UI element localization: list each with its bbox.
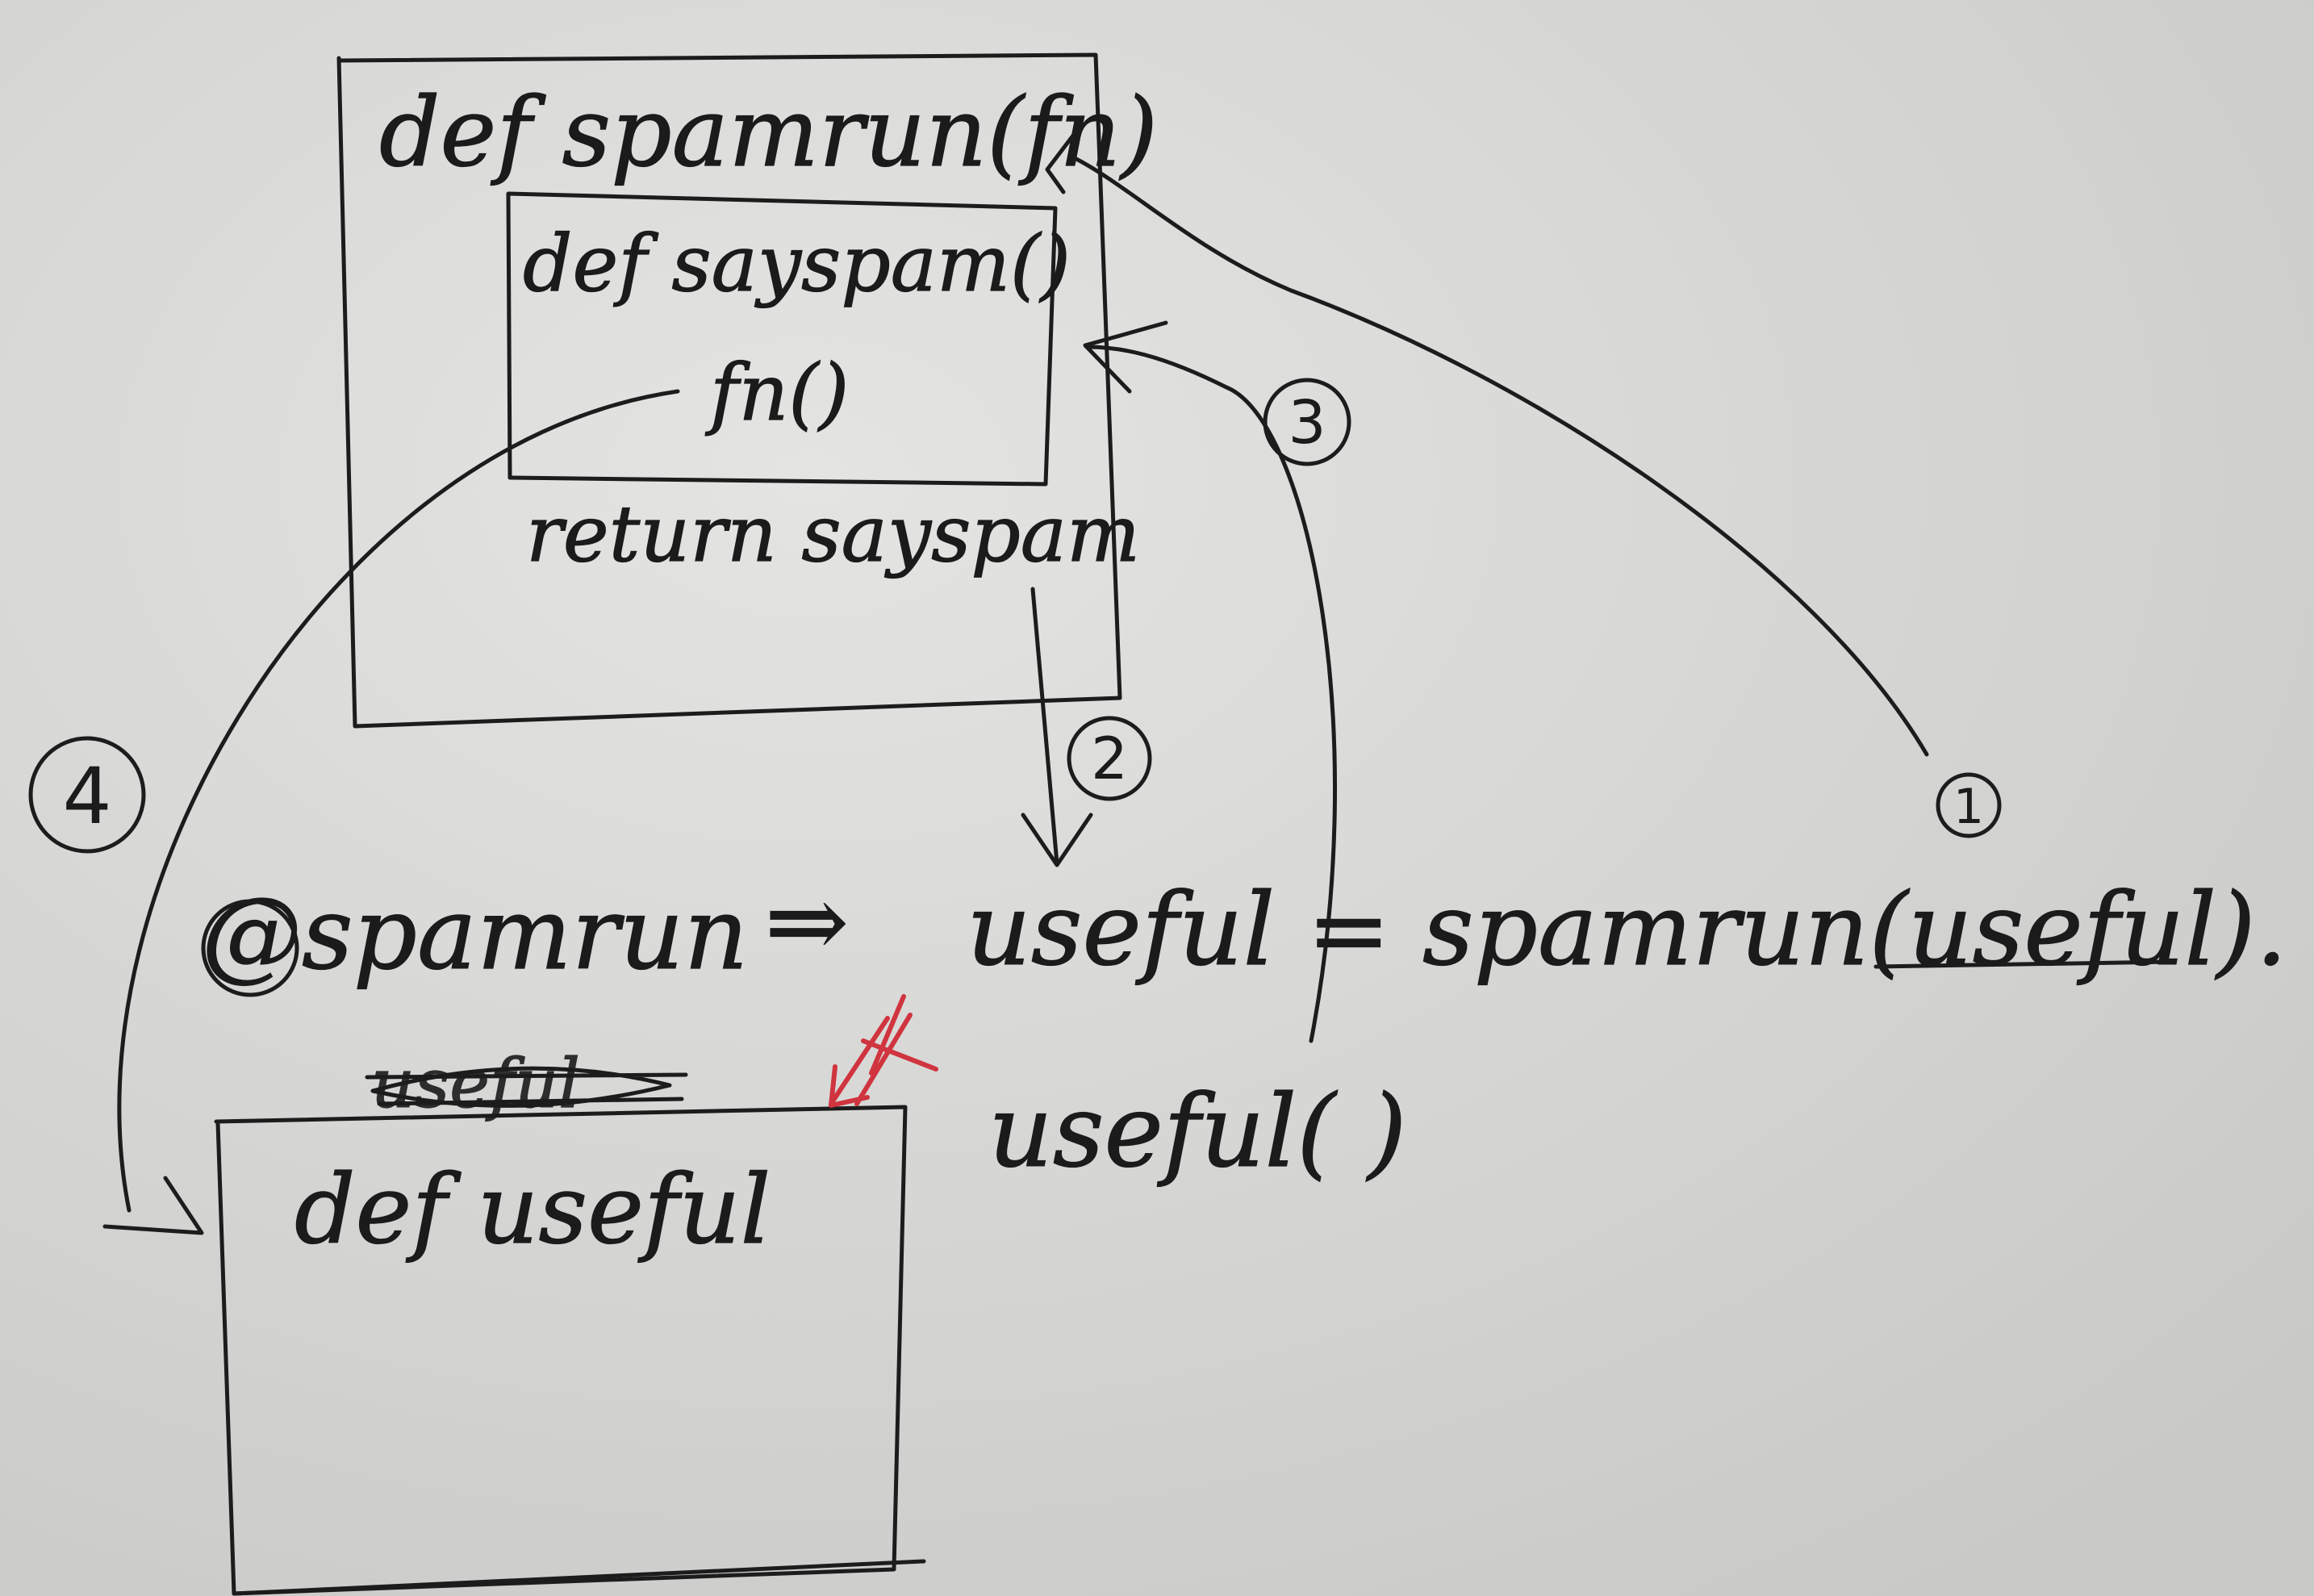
spamrun-function-box: def spamrun(fn) def sayspam() fn() retur… — [336, 52, 1159, 729]
at-sign-circle — [201, 899, 299, 997]
step-label-4: 4 — [28, 736, 146, 854]
red-cross-mark — [829, 994, 938, 1108]
arrow-2-return-to-useful — [1030, 587, 1059, 866]
sayspam-function-box: def sayspam() fn() — [506, 191, 1071, 487]
sayspam-def-text: def sayspam() — [523, 219, 1071, 309]
arrow-1-head — [1045, 127, 1080, 194]
fn-call-text: fn() — [705, 348, 849, 438]
svg-text:2: 2 — [1091, 725, 1128, 792]
svg-text:4: 4 — [62, 751, 111, 842]
strikethrough-scribble — [365, 1066, 688, 1108]
step-label-3: 3 — [1263, 378, 1351, 466]
step-label-2: 2 — [1067, 716, 1152, 801]
useful-box-outline — [214, 1105, 908, 1596]
equivalence-arrow: ⇒ — [765, 864, 849, 980]
useful-box-bottom-edge — [232, 1559, 926, 1596]
svg-text:3: 3 — [1288, 388, 1326, 457]
arrow-3-head — [1083, 320, 1168, 394]
decorator-line: @spamrun ⇒ useful = spamrun(useful). — [201, 863, 2287, 992]
sayspam-box-outline — [506, 191, 1058, 487]
arrow-2-head — [1021, 813, 1093, 867]
useful-argument-underline — [1873, 959, 2171, 969]
arrow-4-head — [102, 1176, 204, 1235]
arrow-4-fn-to-useful — [117, 389, 680, 1213]
return-sayspam-text: return sayspam — [526, 489, 1140, 579]
spamrun-def-text: def spamrun(fn) — [379, 77, 1158, 188]
decorator-text: @spamrun — [202, 876, 749, 992]
assignment-text: useful = spamrun(useful). — [967, 872, 2287, 988]
svg-text:1: 1 — [1953, 779, 1984, 835]
useful-function-box: useful def useful — [214, 1043, 926, 1596]
step-label-1: 1 — [1936, 772, 2002, 838]
arrow-1-useful-to-fn — [1071, 155, 1929, 757]
useful-def-text: def useful — [294, 1154, 771, 1265]
spamrun-box-outline — [336, 52, 1122, 729]
useful-call-text: useful( ) — [988, 1074, 1406, 1190]
